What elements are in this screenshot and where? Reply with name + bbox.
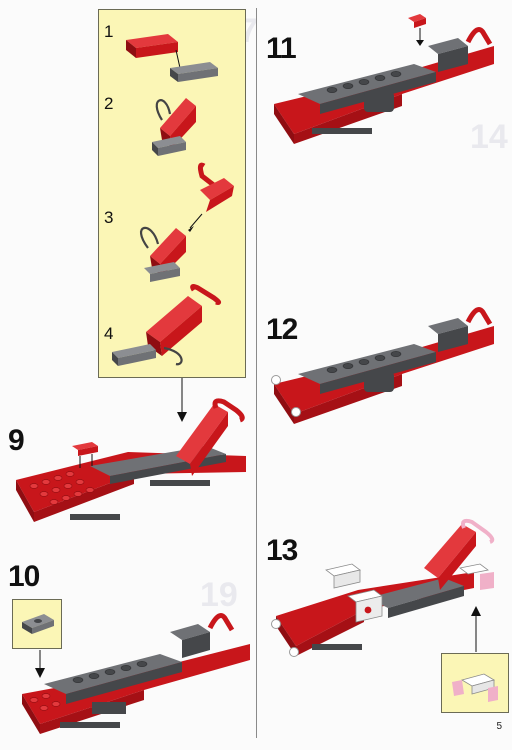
parts-callout-arrow [470,606,482,652]
column-divider [256,8,257,738]
step-number: 10 [8,560,39,594]
subassembly-step2-illustration [140,92,230,167]
step10-illustration [20,610,245,740]
subassembly-step3-illustration [128,160,238,290]
subassembly-step-number: 3 [104,208,113,228]
step9-illustration [10,396,255,536]
subassembly-step4-illustration [110,282,240,372]
subassembly-step-number: 2 [104,94,113,114]
parts-callout-bracket-piece [450,668,502,704]
step12-illustration [268,300,508,440]
page-number: 5 [496,721,502,732]
step11-illustration [268,10,508,150]
subassembly-step-number: 1 [104,22,113,42]
subassembly-step1-illustration [118,28,228,83]
